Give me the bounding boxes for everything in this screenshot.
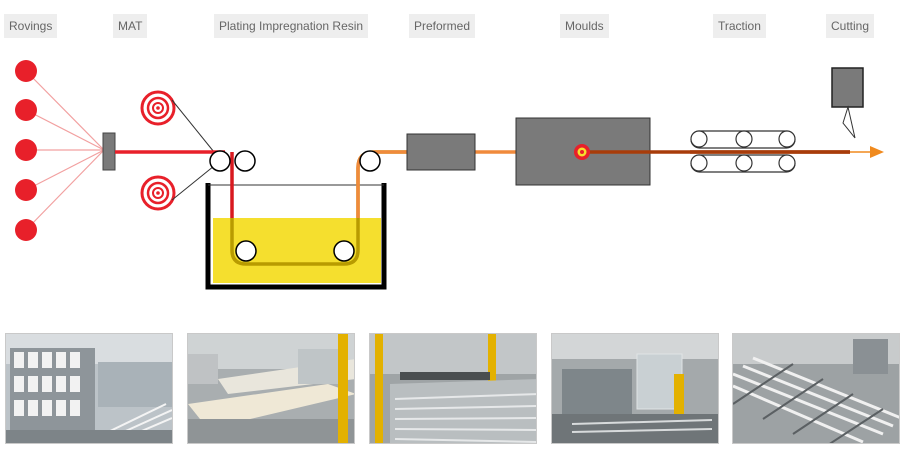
mat-roll bbox=[140, 175, 176, 211]
preformer-block bbox=[406, 133, 476, 171]
roving-spool bbox=[15, 179, 37, 201]
stage-label-preformed: Preformed bbox=[409, 14, 476, 38]
stage-label-impregnation: Plating Impregnation Resin bbox=[214, 14, 369, 38]
mat-roll bbox=[140, 90, 176, 126]
stage-label-moulds: Moulds bbox=[560, 14, 609, 38]
roving-creel-photo bbox=[5, 333, 173, 444]
stage-label-mat: MAT bbox=[113, 14, 148, 38]
cutter-head bbox=[831, 67, 864, 108]
stage-label-traction: Traction bbox=[713, 14, 766, 38]
resin-tank bbox=[205, 183, 387, 290]
stage-label-cutting: Cutting bbox=[826, 14, 875, 38]
stage-label-rovings: Rovings bbox=[4, 14, 58, 38]
roller bbox=[333, 240, 355, 262]
cutter-blade-icon bbox=[842, 105, 856, 139]
roller bbox=[234, 150, 256, 172]
roving-spool bbox=[15, 99, 37, 121]
resin-bath-photo bbox=[187, 333, 355, 444]
mat-feed-line bbox=[171, 99, 215, 153]
mould-station-photo bbox=[551, 333, 719, 444]
roller bbox=[209, 150, 231, 172]
roving-spool bbox=[15, 60, 37, 82]
roller bbox=[235, 240, 257, 262]
roving-fibers bbox=[25, 70, 105, 231]
traction-conveyor-photo bbox=[732, 333, 900, 444]
preforming-line-photo bbox=[369, 333, 537, 444]
mat-feed-line bbox=[171, 165, 215, 201]
heat-marker-icon bbox=[574, 144, 590, 160]
guide-plate bbox=[102, 132, 116, 171]
pultrusion-process-diagram bbox=[15, 60, 884, 290]
traction-unit bbox=[690, 130, 796, 173]
roving-spool bbox=[15, 219, 37, 241]
roving-spool bbox=[15, 139, 37, 161]
output-arrow-icon bbox=[870, 146, 884, 158]
roller bbox=[359, 150, 381, 172]
